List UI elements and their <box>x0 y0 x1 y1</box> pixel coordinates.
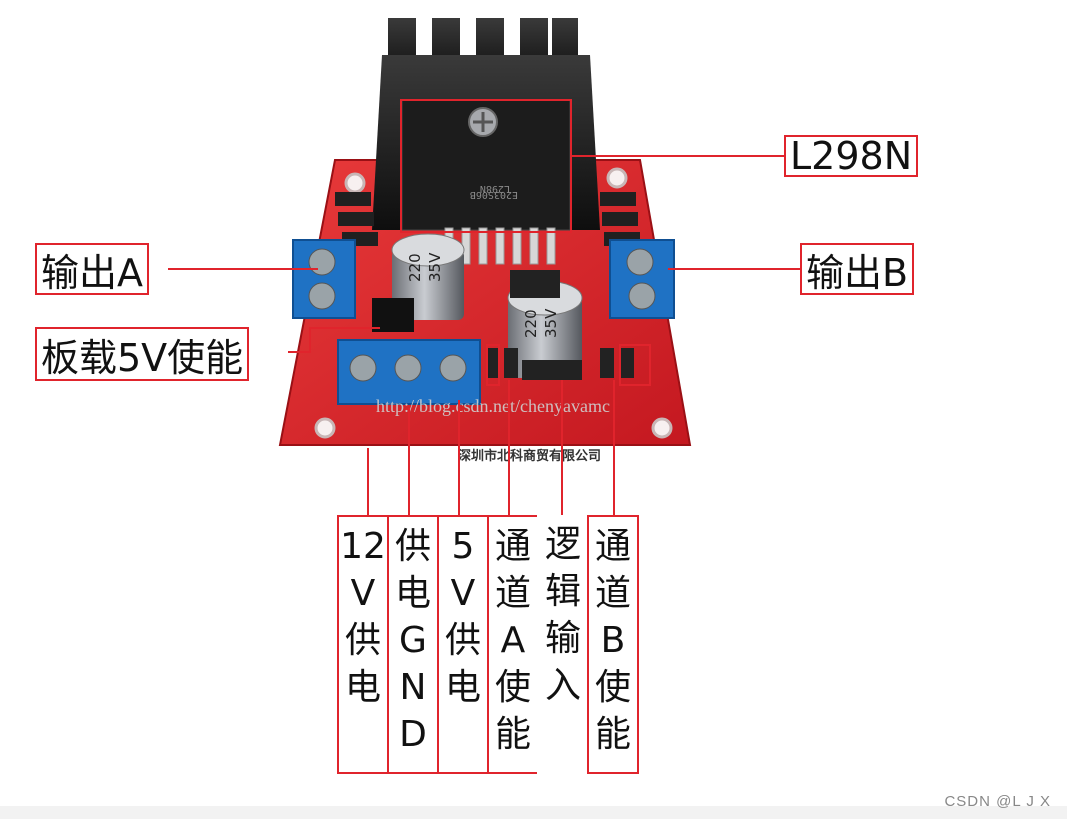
label-output-a: 输出A <box>35 243 149 295</box>
cap-right-value: 220 <box>522 309 540 338</box>
label-12v-power: 12 V 供 电 <box>337 515 389 774</box>
label-char: 通 <box>494 526 531 567</box>
label-char: 供 <box>444 620 481 661</box>
label-char: V <box>450 573 476 614</box>
label-char: 逻 <box>544 524 581 565</box>
label-char: 使 <box>594 667 631 708</box>
watermark-url: http://blog.csdn.net/chenyavamc <box>376 396 610 416</box>
label-char: 供 <box>394 526 431 567</box>
cap-right-voltage: 35V <box>542 308 560 338</box>
label-char: B <box>600 620 626 661</box>
label-char: N <box>399 667 427 708</box>
label-onboard-5v: 板载5V使能 <box>35 327 250 381</box>
cap-left-value: 220 <box>406 253 424 282</box>
label-char: 使 <box>494 667 531 708</box>
label-channel-a-enable: 通 道 A 使 能 <box>487 515 539 774</box>
label-char: 2 <box>363 526 386 567</box>
chip-marking: L298N <box>480 183 510 194</box>
label-char: 通 <box>594 526 631 567</box>
label-char: 能 <box>494 714 531 755</box>
chip-code: E203S06B <box>470 189 518 200</box>
label-char: 电 <box>444 667 481 708</box>
label-logic-input: 逻 辑 输 入 <box>537 515 589 774</box>
voltage-regulator <box>510 270 560 298</box>
label-char: 道 <box>494 573 531 614</box>
label-char: 电 <box>344 667 381 708</box>
chip-pins <box>444 227 556 265</box>
label-char: 电 <box>394 573 431 614</box>
label-output-b: 输出B <box>800 243 915 295</box>
company-name: 深圳市北科商贸有限公司 <box>458 448 601 464</box>
label-char: 辑 <box>544 571 581 612</box>
label-power-gnd: 供 电 G N D <box>387 515 439 774</box>
label-5v-power: 5 V 供 电 <box>437 515 489 774</box>
label-char: 5 <box>451 526 475 567</box>
cap-left-voltage: 35V <box>426 252 444 282</box>
label-char: 1 <box>340 526 363 567</box>
label-row-12: 12 <box>340 523 386 570</box>
label-char: D <box>399 714 427 755</box>
label-char: 能 <box>594 714 631 755</box>
label-char: A <box>500 620 526 661</box>
label-char: V <box>350 573 376 614</box>
credit-text: CSDN @L J X <box>944 793 1051 810</box>
header-pins-logic <box>486 348 634 380</box>
page-footer <box>0 806 1067 819</box>
label-char: 道 <box>594 573 631 614</box>
jumper-5v-enable <box>372 298 414 332</box>
label-char: 供 <box>344 620 381 661</box>
label-channel-b-enable: 通 道 B 使 能 <box>587 515 639 774</box>
label-char: 入 <box>544 665 581 706</box>
l298n-chip: L298N E203S06B <box>401 99 571 231</box>
label-char: G <box>399 620 427 661</box>
terminal-output-b <box>609 239 675 319</box>
terminal-output-a <box>292 239 356 319</box>
label-char: 输 <box>544 618 581 659</box>
terminal-power <box>337 339 481 405</box>
label-chip: L298N <box>784 134 919 178</box>
annotation-lines <box>168 99 800 515</box>
diodes-right <box>600 192 640 246</box>
